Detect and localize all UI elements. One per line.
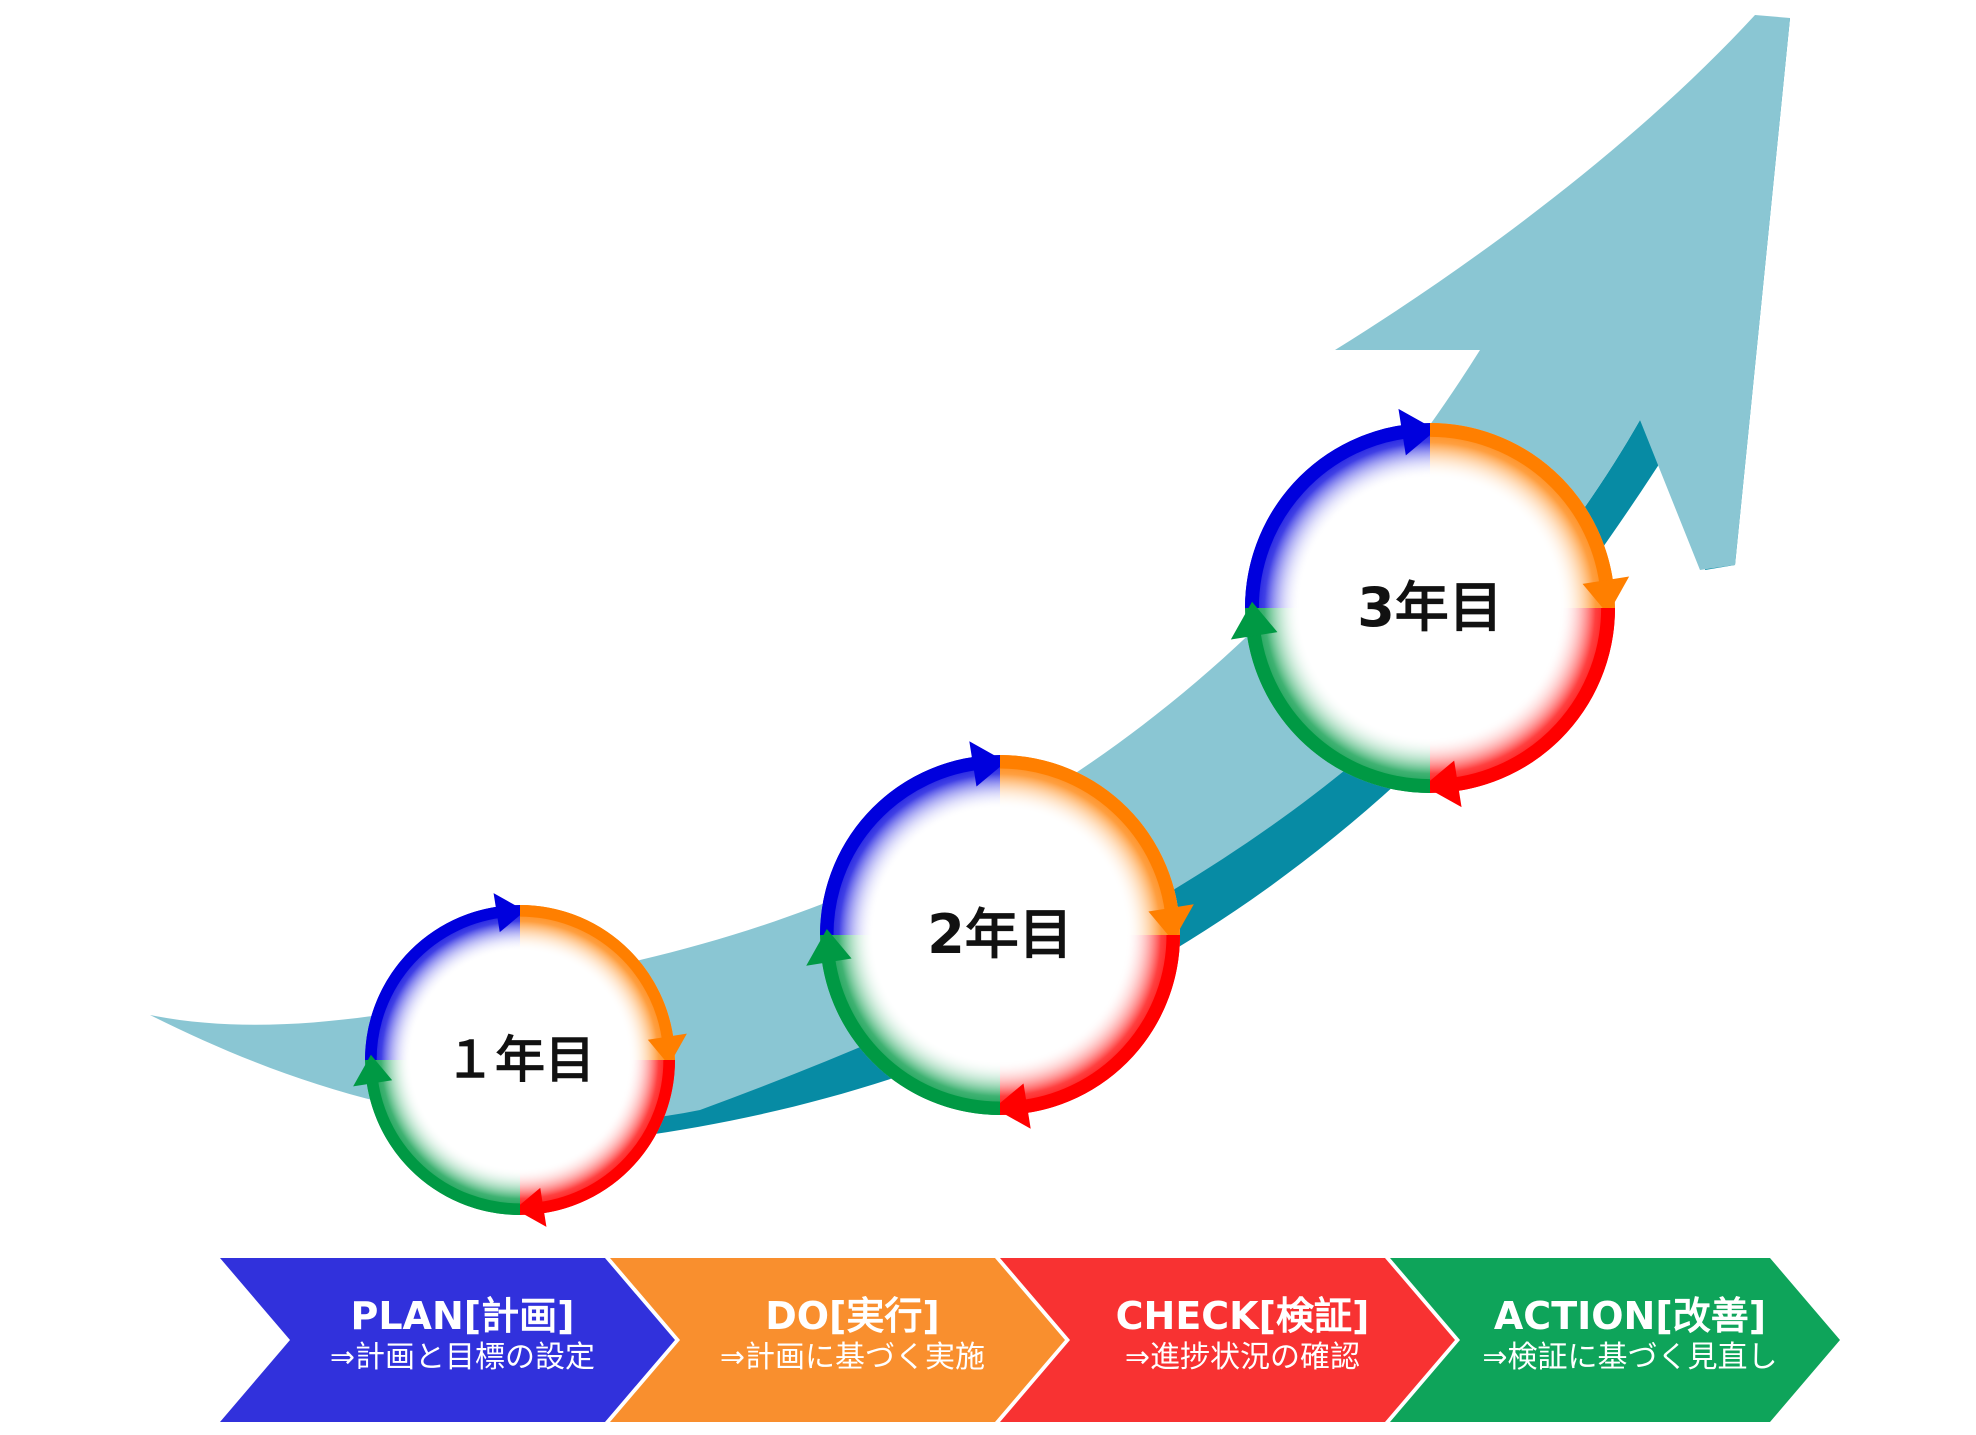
ring-segment-action xyxy=(1245,608,1430,793)
pdca-steps xyxy=(220,1258,1840,1422)
ring-segment-action xyxy=(365,1060,520,1215)
ring-stroke-do xyxy=(1429,423,1615,594)
ring-stroke-check xyxy=(1014,934,1180,1115)
arrowhead-action xyxy=(806,928,852,966)
arrowhead-plan xyxy=(1398,408,1437,456)
ring-stroke-plan xyxy=(365,905,508,1061)
pdca-cycle-1 xyxy=(353,893,687,1227)
ring-segment-do xyxy=(520,905,675,1060)
ring-segment-check xyxy=(1430,608,1615,793)
arrowhead-do xyxy=(1582,576,1630,615)
arrowhead-plan xyxy=(969,741,1007,787)
step-chevron-plan xyxy=(220,1258,675,1422)
ring-stroke-check xyxy=(1444,607,1615,793)
ring-stroke-plan xyxy=(820,755,986,936)
ring-segment-plan xyxy=(365,905,520,1060)
step-chevron-do xyxy=(610,1258,1065,1422)
ring-segment-plan xyxy=(820,755,1000,935)
step-chevron-check xyxy=(1000,1258,1455,1422)
arrowhead-check xyxy=(1423,760,1462,808)
step-chevron-action xyxy=(1390,1258,1840,1422)
arrowhead-action xyxy=(353,1054,393,1087)
ring-segment-check xyxy=(520,1060,675,1215)
ring-stroke-check xyxy=(532,1059,676,1215)
ring-segment-do xyxy=(1430,423,1615,608)
ring-segment-plan xyxy=(1245,423,1430,608)
ring-stroke-do xyxy=(999,755,1180,921)
cycle-year-label: １年目 xyxy=(445,1031,595,1089)
arrowhead-check xyxy=(514,1187,547,1227)
ring-segment-check xyxy=(1000,935,1180,1115)
ring-segment-do xyxy=(1000,755,1180,935)
arrowhead-do xyxy=(647,1033,687,1066)
cycle-year-label: 2年目 xyxy=(927,903,1073,966)
ring-stroke-plan xyxy=(1245,423,1416,609)
arrowhead-do xyxy=(1148,904,1194,942)
ring-stroke-do xyxy=(519,905,675,1048)
cycle-year-label: 3年目 xyxy=(1357,576,1503,639)
pdca-cycle-3 xyxy=(1230,408,1630,808)
pdca-cycle-2 xyxy=(806,741,1194,1129)
pdca-cycles xyxy=(353,408,1630,1227)
ring-segment-action xyxy=(820,935,1000,1115)
ring-stroke-action xyxy=(1245,622,1431,794)
ring-stroke-action xyxy=(820,949,1001,1115)
ring-stroke-action xyxy=(365,1072,521,1216)
arrowhead-plan xyxy=(493,893,526,933)
arrowhead-check xyxy=(993,1083,1031,1129)
arrowhead-action xyxy=(1230,601,1278,640)
